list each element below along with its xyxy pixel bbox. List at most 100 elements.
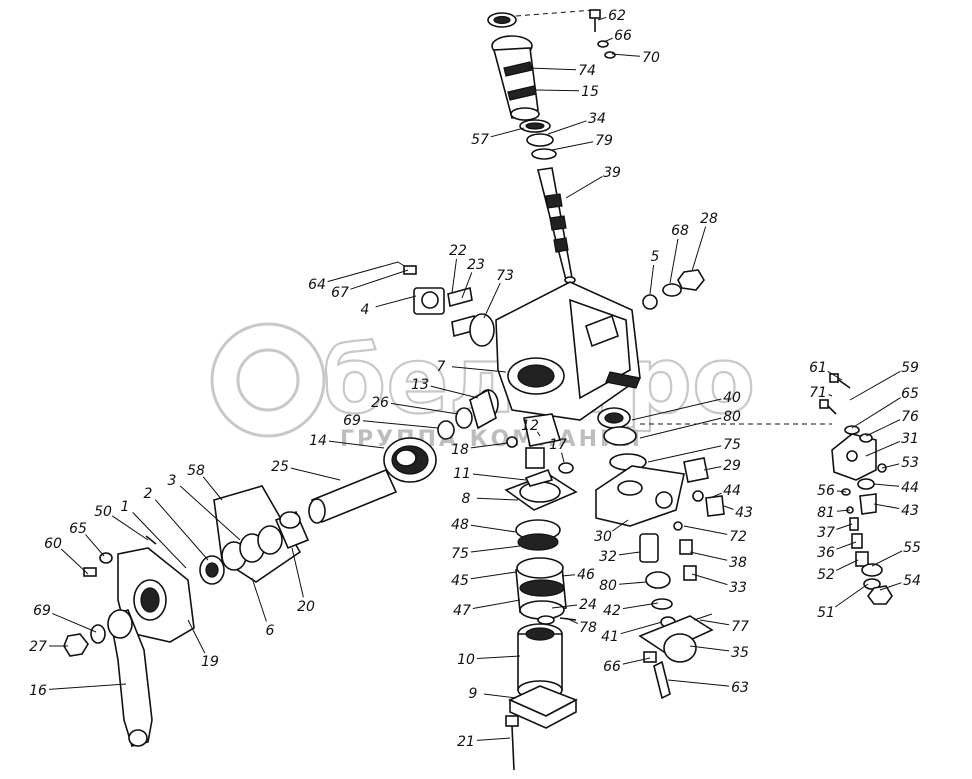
callout-5: 5 xyxy=(649,249,660,295)
callout-34: 34 xyxy=(547,111,606,135)
callout-30: 30 xyxy=(594,519,629,545)
callout-number: 45 xyxy=(451,573,469,589)
callout-number: 53 xyxy=(901,455,919,471)
callout-number: 81 xyxy=(817,505,835,521)
callout-number: 60 xyxy=(44,536,62,552)
leader-line xyxy=(179,485,241,541)
callout-number: 15 xyxy=(581,84,599,100)
gear-14 xyxy=(383,437,437,483)
leader-line xyxy=(699,619,730,626)
callout-number: 3 xyxy=(168,473,177,489)
callout-51: 51 xyxy=(817,583,869,621)
callout-number: 42 xyxy=(603,603,621,619)
callout-3: 3 xyxy=(168,473,241,541)
leader-line xyxy=(881,463,900,469)
leader-line xyxy=(85,534,105,557)
callout-76: 76 xyxy=(865,409,919,437)
leader-line xyxy=(375,295,417,308)
callout-number: 58 xyxy=(187,463,205,479)
callout-66: 66 xyxy=(603,28,632,44)
leader-line xyxy=(723,505,734,510)
thrust-parts-22-23-73 xyxy=(447,286,495,347)
callout-38: 38 xyxy=(689,551,747,571)
leader-line xyxy=(470,571,517,580)
leader-line xyxy=(691,573,728,586)
springs-72-38-33 xyxy=(673,521,697,581)
leader-line xyxy=(451,366,507,373)
leader-line xyxy=(470,524,517,533)
valve-housing-31 xyxy=(831,425,877,481)
callout-10: 10 xyxy=(457,652,521,668)
callout-number: 29 xyxy=(723,458,741,474)
callout-22: 22 xyxy=(449,243,467,294)
side-cover-4 xyxy=(397,261,445,315)
leader-line xyxy=(202,476,223,501)
callout-77: 77 xyxy=(699,619,749,635)
watermark-ring-inner xyxy=(236,348,300,412)
callout-74: 74 xyxy=(527,63,596,79)
nuts-5-68-28 xyxy=(642,269,705,310)
leader-line xyxy=(709,492,722,499)
leader-line xyxy=(597,16,607,21)
callout-61: 61 xyxy=(809,360,843,381)
washer-70 xyxy=(604,51,616,59)
callout-54: 54 xyxy=(879,573,921,591)
callout-number: 80 xyxy=(723,409,741,425)
leader-line xyxy=(689,645,730,652)
leader-line xyxy=(350,269,409,290)
leader-line xyxy=(483,282,501,319)
leader-line xyxy=(547,120,587,135)
callout-43: 43 xyxy=(873,503,919,519)
valve-rings-40-80-75 xyxy=(597,407,647,471)
leader-line xyxy=(328,440,385,449)
leader-line xyxy=(251,577,267,622)
callout-number: 6 xyxy=(266,623,275,639)
flange-cover-35-77 xyxy=(638,613,714,663)
callout-number: 65 xyxy=(69,521,87,537)
callout-number: 28 xyxy=(700,211,718,227)
pitman-arm-16 xyxy=(107,609,153,747)
callout-number: 47 xyxy=(453,603,471,619)
callout-44: 44 xyxy=(709,483,741,499)
callout-number: 75 xyxy=(451,546,469,562)
leader-line xyxy=(873,483,900,487)
watermark-ring-outer xyxy=(210,322,326,438)
leader-line xyxy=(835,559,859,571)
callout-47: 47 xyxy=(453,599,521,619)
piston-45-46-47 xyxy=(515,557,567,620)
callout-number: 36 xyxy=(817,545,835,561)
callout-number: 72 xyxy=(729,529,747,545)
callout-number: 2 xyxy=(144,486,153,502)
callout-65: 65 xyxy=(69,521,105,557)
callout-number: 18 xyxy=(451,442,469,458)
callout-number: 7 xyxy=(437,359,446,375)
callout-60: 60 xyxy=(44,536,89,575)
bolt-63-66 xyxy=(643,651,671,700)
upper-flange-8 xyxy=(504,468,578,511)
callout-53: 53 xyxy=(881,455,919,471)
leader-line xyxy=(390,402,459,415)
callout-number: 33 xyxy=(729,580,747,596)
leader-line xyxy=(865,440,900,457)
callout-79: 79 xyxy=(551,133,613,151)
callout-number: 14 xyxy=(309,433,327,449)
leader-line xyxy=(52,612,97,633)
callout-68: 68 xyxy=(669,223,689,284)
callout-28: 28 xyxy=(691,211,718,272)
callout-31: 31 xyxy=(865,431,919,457)
leader-line xyxy=(430,385,479,399)
callout-number: 50 xyxy=(94,504,112,520)
callout-6: 6 xyxy=(251,577,275,639)
callout-36: 36 xyxy=(817,541,857,561)
callout-number: 32 xyxy=(599,549,617,565)
callout-48: 48 xyxy=(451,517,517,533)
callout-number: 76 xyxy=(901,409,919,425)
callout-11: 11 xyxy=(453,466,527,482)
callout-20: 20 xyxy=(291,547,315,615)
leader-line xyxy=(622,602,659,610)
leader-line xyxy=(683,525,728,535)
callout-number: 61 xyxy=(809,360,827,376)
support-plate-19 xyxy=(117,547,195,643)
watermark-subtitle: ГРУППА КОМПАНИЙ xyxy=(340,426,643,452)
